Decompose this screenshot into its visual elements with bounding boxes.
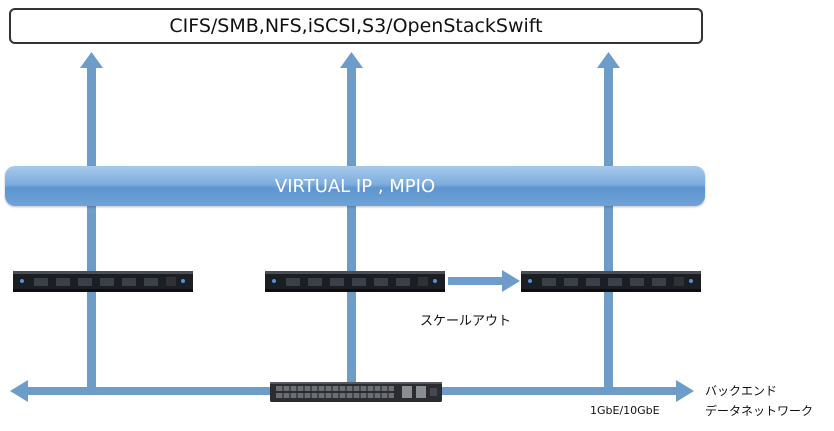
arrow-up-left: [80, 52, 103, 391]
protocols-box: CIFS/SMB,NFS,iSCSI,S3/OpenStackSwift: [9, 8, 703, 44]
arrow-up-center: [340, 52, 363, 391]
scale-out-label: スケールアウト: [420, 314, 512, 329]
rack-server-icon: [265, 271, 445, 292]
arrow-up-right: [597, 52, 620, 391]
virtual-ip-label: VIRTUAL IP , MPIO: [274, 175, 436, 197]
vertical-arrows: [80, 52, 620, 391]
scale-out-arrow: [448, 270, 520, 292]
network-speed-label: 1GbE/10GbE: [590, 404, 660, 417]
protocols-label: CIFS/SMB,NFS,iSCSI,S3/OpenStackSwift: [169, 15, 543, 37]
rack-server-icon: [13, 271, 193, 292]
virtual-ip-bar: VIRTUAL IP , MPIO: [5, 166, 705, 206]
network-switch-icon: [270, 382, 442, 402]
backend-label-line2: データネットワーク: [705, 404, 814, 418]
backend-label-line1: バックエンド: [705, 384, 778, 398]
rack-server-icon: [521, 271, 701, 292]
